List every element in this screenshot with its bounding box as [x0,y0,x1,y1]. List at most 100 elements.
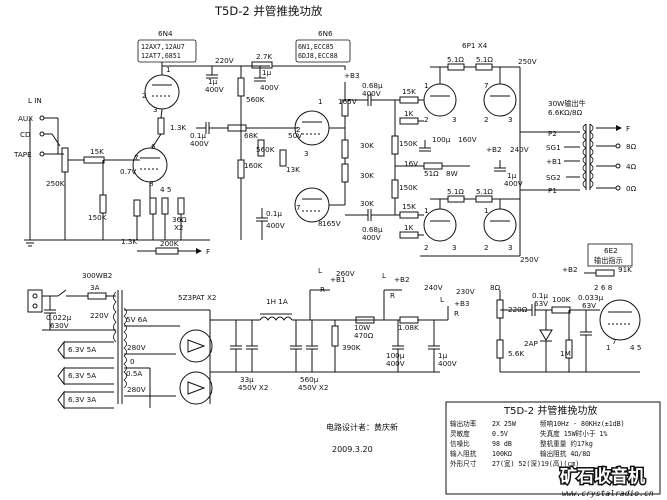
tap-f: F [626,124,630,133]
svg-text:3: 3 [452,115,457,124]
v-250-b: 250V [520,255,539,264]
indicator-c-01-v: 63V [534,299,548,308]
indicator-input: 8Ω [490,283,501,292]
rectifier-heater: 5V 6A [126,315,147,324]
rail-b1-l: L [318,266,322,275]
watermark-url: www.crystalradio.cn [562,489,654,498]
indicator-c-01: 0.1μ [532,291,548,300]
v1-cath-voltage: 0.7V [120,167,136,176]
svg-text:8: 8 [318,219,323,228]
svg-text:4 5: 4 5 [630,343,641,352]
spec-value-snr: 98 dB [492,440,512,448]
tube-out-4 [483,208,517,242]
tube-v1: 6N4 12AX7,12AU7 12AT7,6851 1 2 3 7 6 8 0… [120,29,210,256]
svg-text:1: 1 [424,206,429,215]
r-30k-c: 30K [360,199,374,208]
svg-text:7: 7 [134,153,139,162]
r-68k-label: 68K [244,131,258,140]
indicator-b2: +B2 [562,265,578,274]
indicator-r-100k: 100K [552,295,571,304]
spec-weight: 整机重量 约17kg [540,439,593,448]
r-15k-a: 15K [402,87,416,96]
r-grid-label: 150K [88,213,107,222]
cap-400v-a: 400V [205,85,224,94]
preamp-coupling: 220V 2.7K +B3 1μ 400V 1μ 400V 560K 0.1μ … [162,52,360,240]
rail-cap-100u: 100μ [386,351,405,360]
input-aux: AUX [18,114,33,123]
r-15k-b: 15K [402,202,416,211]
r-plate-label: 2.7K [256,52,272,61]
spec-distortion: 失真度 15W时小于 1% [540,429,607,438]
v2-r-13k: 13K [286,165,300,174]
mains-cap-v: 630V [50,321,69,330]
rail-b2-l: L [382,271,386,280]
level-indicator: 6E2 输出指示 +B2 91K 2 6 8 4 5 1 7 8Ω 220Ω 5… [490,243,641,373]
mains-cap: 0.022μ [46,313,72,322]
spec-value-impedance: 100KΩ [492,450,512,458]
tube-out-1 [423,83,457,117]
svg-text:1: 1 [606,343,611,352]
tube-v2-name: 6N6 [318,29,333,38]
bleeder-390k: 390K [342,343,361,352]
r-560k-label: 560K [246,95,265,104]
svg-text:3: 3 [153,105,158,114]
tube-v1-equiv-b: 12AT7,6851 [141,52,181,60]
r-30k-a: 30K [360,141,374,150]
tube-out-3 [423,208,457,242]
rectifier-2 [179,371,213,405]
svg-text:2: 2 [296,125,301,134]
indicator-c-0033-v: 63V [582,301,596,310]
indicator-pins: 2 6 8 [594,283,613,292]
volume-value: 250K [46,179,65,188]
tube-v1-equiv-a: 12AX7,12AU7 [141,43,185,51]
cap-068u-b: 0.68μ [362,225,383,234]
svg-text:3: 3 [508,115,513,124]
cap-068u-a-v: 400V [362,89,381,98]
r-feedback-label: 1.3K [121,237,137,246]
r-cath-label: 36Ω [172,215,187,224]
out-transformer-ratio: 6.6KΩ/8Ω [548,108,583,117]
v2-plate-voltage-a: 165V [338,97,357,106]
indicator-r-1m: 1M [560,349,571,358]
indicator-c-0033: 0.033μ [578,293,604,302]
design-date: 2009.3.20 [332,445,373,454]
svg-text:2: 2 [484,115,489,124]
b3-label: +B3 [344,71,360,80]
mains-voltage: 220V [90,311,109,320]
svg-text:1: 1 [484,206,489,215]
fuse: 3A [90,283,100,292]
hv-winding-b: 280V [127,385,146,394]
svg-text:3: 3 [304,149,309,158]
filter-cap-33u: 33μ [240,375,254,384]
rail-cap-100u-v: 400V [386,359,405,368]
spec-value-sensitivity: 0.5V [492,430,508,438]
trans-sg2: SG2 [546,173,561,182]
svg-text:1μ: 1μ [262,68,272,77]
rail-cap-1u: 1μ [438,351,448,360]
trans-b1: +B1 [546,157,562,166]
feedback-destination: F [206,247,210,256]
trans-sg1: SG1 [546,143,561,152]
svg-text:1: 1 [424,81,429,90]
input-cd: CD [20,130,31,139]
cap-1u-a: 1μ [208,77,218,86]
power-v-240: 240V [510,145,529,154]
indicator-tube-label: 输出指示 [594,256,623,265]
r-1k-b: 1K [404,223,414,232]
input-selector: L IN AUX CD TAPE 250K 15K 150K [13,96,210,247]
r-51w: 51Ω [424,169,439,178]
power-b2: +B2 [486,145,502,154]
svg-text:2: 2 [424,243,429,252]
rail-b3-l: L [440,295,444,304]
cap-068u-a: 0.68μ [362,81,383,90]
spec-freq-response: 频响10Hz - 80KHz(±1dB) [540,419,625,428]
rail-b2-r: R [390,291,395,300]
filter-cap-560u: 560μ [300,375,319,384]
tap-8: 8Ω [626,142,637,151]
r-13k-label: 1.3K [170,123,186,132]
power-cap-1u-v: 400V [504,179,523,188]
tap-0: 0Ω [626,184,637,193]
r-150k-b: 150K [399,183,418,192]
rail-cap-1u-v: 400V [438,359,457,368]
input-tape: TAPE [13,150,32,159]
